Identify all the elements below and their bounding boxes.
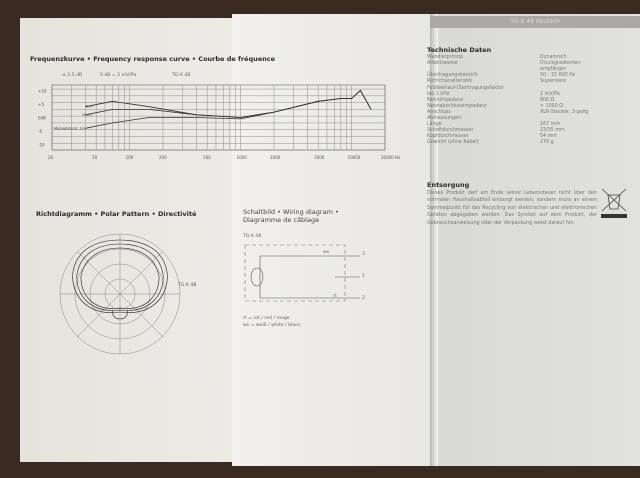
curve-label: Messabstand: 1m (54, 126, 85, 130)
x-tick-label: 5000 (314, 155, 325, 160)
x-tick-label: 1000 (237, 155, 248, 160)
wire-ws-label: ws (323, 250, 330, 255)
polar-diagram (59, 233, 181, 355)
tech-row-value: 50 - 15 000 Hz (540, 73, 576, 79)
tech-row-label: Nennabschlussimpedanz (427, 103, 487, 109)
y-tick-label: +10 (38, 88, 47, 93)
polar-title: Richtdiagramm • Polar Pattern • Directiv… (36, 210, 197, 218)
tech-row-value: 23/35 mm (540, 128, 565, 134)
y-tick-label: -10 (38, 143, 45, 148)
x-tick-label: 500 (203, 155, 211, 160)
tech-row-value: 270 g (540, 140, 554, 146)
tech-row-value: > 1000 Ω (540, 103, 563, 109)
disposal-title: Entsorgung (427, 181, 470, 189)
weee-bin-icon (601, 188, 627, 218)
curve-label: 5cm (86, 105, 94, 109)
tech-row-label: Länge (427, 122, 442, 128)
wiring-title-1: Schaltbild • Wiring diagram • (243, 208, 339, 216)
tech-row-label: Gewicht (ohne Kabel) (427, 140, 479, 146)
tech-row-label: Arbeitsweise (427, 61, 458, 67)
tech-row-value: 167 mm (540, 122, 561, 128)
wiring-diagram (244, 244, 360, 302)
right-page (430, 14, 640, 466)
pin-3: 3 (362, 252, 365, 257)
y-tick-label: 0dB (38, 116, 46, 121)
tech-row-value: Superniere (540, 79, 567, 85)
wiring-model: TG-X 48 (243, 234, 262, 239)
tech-row-label: Anschluss (427, 109, 451, 115)
tech-row-label: bei 1 kHz (427, 91, 450, 97)
y-tick-label: -5 (38, 129, 42, 134)
polar-model-label: TG-X 48 (178, 283, 197, 288)
legend-model: TG-X 48 (172, 73, 191, 78)
pin-1: 1 (362, 274, 365, 279)
tech-row-value: Dynamisch (540, 55, 567, 60)
x-tick-label: 10000 (348, 155, 361, 160)
legend-tolerance: ≤ 2.5 dB (62, 73, 83, 78)
wiring-legend-1: rt = rot / red / rouge (243, 316, 290, 321)
x-tick-label: 20000 Hz (381, 155, 400, 160)
tech-row-label: Schaftdurchmesser (427, 128, 474, 134)
x-tick-label: 100 (126, 155, 134, 160)
tech-title: Technische Daten (427, 46, 492, 54)
tech-row-label: Wandlerprinzip (427, 55, 464, 60)
wiring-title-2: Diagramme de câblage (243, 216, 320, 224)
disposal-text: Dieses Produkt darf am Ende seiner Leben… (427, 190, 597, 226)
tech-row-value: 600 Ω (540, 97, 555, 103)
curve-label: 50cm (82, 113, 92, 117)
tech-row-value: empfänger (540, 67, 567, 73)
tech-row-value: XLR-Stecker, 3-polig (540, 109, 589, 115)
y-tick-label: +5 (38, 102, 44, 107)
tech-row-label: Richtcharakteristik (427, 79, 473, 85)
right-page-header: TG-X 48 deutsch (430, 16, 640, 28)
tech-row-label: Feldleerlauf-Übertragungsfaktor (427, 85, 504, 91)
tech-row-label: Übertragungsbereich (427, 73, 478, 79)
polar-curves (72, 239, 168, 320)
tech-row-label: Nennimpedanz (427, 97, 464, 103)
legend-reference: 0 dB = 2 mV/Pa (100, 73, 137, 78)
tech-row-value: 54 mm (540, 134, 557, 140)
response-curve-1m (85, 89, 372, 129)
x-tick-label: 20 (48, 155, 54, 160)
tech-row-label: Abmessungen: (427, 116, 463, 121)
page-fold (430, 14, 438, 466)
response-curve-5cm (85, 89, 372, 118)
chart-frame (51, 84, 386, 151)
tech-row-value: Druckgradienten- (540, 61, 583, 67)
pin-2: 2 (362, 296, 365, 301)
frequency-title: Frequenzkurve • Frequency response curve… (30, 55, 276, 63)
wire-rt-label: rt (333, 294, 337, 299)
x-tick-label: 50 (92, 155, 98, 160)
x-tick-label: 200 (159, 155, 167, 160)
middle-page (232, 14, 430, 466)
x-tick-label: 2000 (270, 155, 281, 160)
tech-row-label: Kopfdurchmesser (427, 134, 469, 140)
wiring-legend-2: ws = weiß / white / blanc (243, 323, 301, 328)
tech-row-value: 2 mV/Pa (540, 91, 560, 97)
